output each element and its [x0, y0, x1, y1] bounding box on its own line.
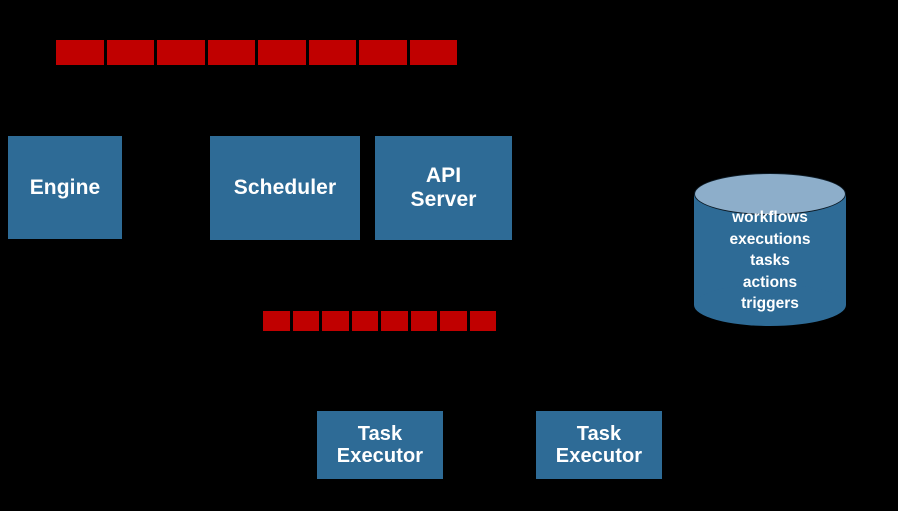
service-label-task-executor-1-line1: Task — [357, 422, 403, 445]
service-box-task-executor-1[interactable]: Task Executor — [317, 411, 443, 479]
service-label-task-executor-2-line2: Executor — [555, 445, 643, 467]
queue-segment — [322, 311, 349, 331]
queue-segment — [157, 40, 205, 65]
service-box-api-server[interactable]: API Server — [375, 136, 512, 240]
queue-segment — [106, 40, 154, 65]
queue-segment — [56, 40, 104, 65]
queue-segment — [381, 311, 408, 331]
service-box-engine[interactable]: Engine — [8, 136, 122, 239]
queue-segment — [410, 311, 437, 331]
datastore-table-triggers: triggers — [741, 295, 799, 312]
cylinder-top-ellipse — [694, 173, 846, 215]
datastore-table-executions: executions — [729, 230, 811, 248]
queue-segment — [207, 40, 255, 65]
service-box-task-executor-2[interactable]: Task Executor — [536, 411, 662, 479]
queue-segment — [292, 311, 319, 331]
service-box-scheduler[interactable]: Scheduler — [210, 136, 360, 240]
service-label-api-server-line2: Server — [410, 188, 477, 211]
service-label-scheduler: Scheduler — [233, 176, 337, 200]
lower-queue-bar — [263, 311, 496, 331]
service-label-task-executor-1-line2: Executor — [336, 445, 424, 467]
queue-segment — [409, 40, 457, 65]
cylinder-bottom-cap — [694, 284, 846, 326]
queue-segment — [308, 40, 356, 65]
queue-segment — [440, 311, 467, 331]
datastore-table-list: workflows executions tasks actions trigg… — [694, 207, 846, 315]
queue-segment — [351, 311, 378, 331]
service-label-engine: Engine — [29, 175, 101, 199]
datastore-table-actions: actions — [742, 273, 798, 291]
top-queue-bar — [56, 40, 457, 65]
service-label-api-server-line1: API — [425, 164, 462, 188]
queue-segment — [359, 40, 407, 65]
datastore-table-workflows: workflows — [732, 209, 808, 226]
queue-segment — [469, 311, 496, 331]
datastore-cylinder[interactable]: workflows executions tasks actions trigg… — [694, 173, 846, 326]
queue-segment — [258, 40, 306, 65]
queue-segment — [263, 311, 290, 331]
service-label-task-executor-2-line1: Task — [576, 422, 622, 445]
datastore-table-tasks: tasks — [750, 252, 790, 269]
